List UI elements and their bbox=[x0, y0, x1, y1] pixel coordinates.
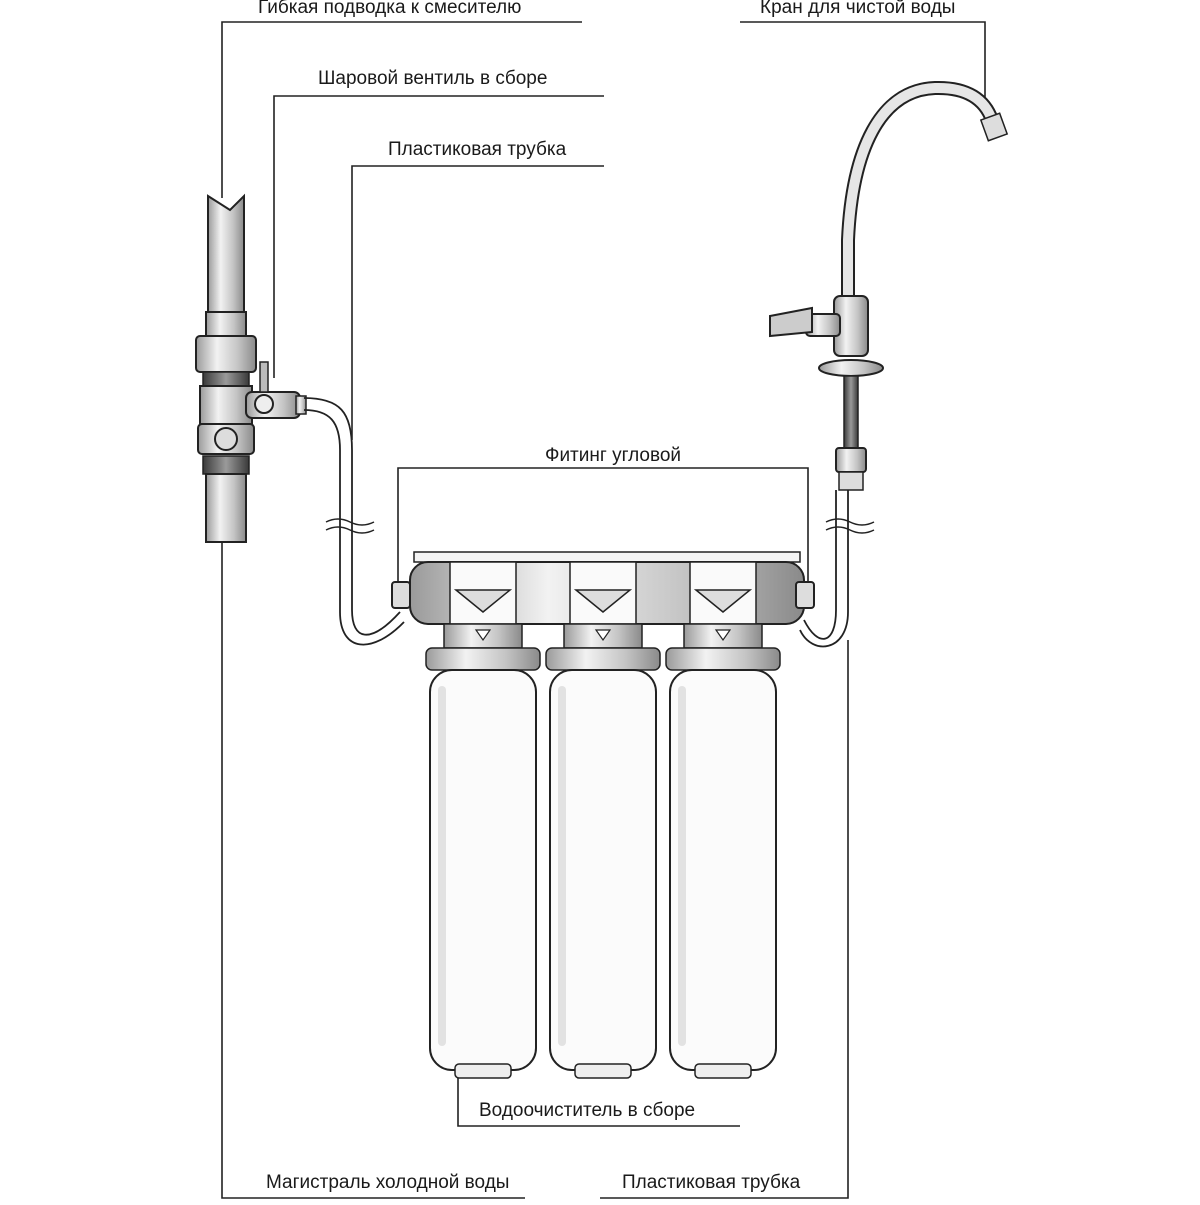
leader-faucet bbox=[740, 21, 986, 100]
label-plastic-tube-bottom: Пластиковая трубка bbox=[622, 1172, 801, 1193]
filter-housing-1 bbox=[425, 561, 541, 1079]
tube-break-left bbox=[325, 518, 375, 534]
inlet-tube bbox=[303, 397, 405, 646]
filter-housing-3 bbox=[665, 561, 781, 1079]
leader-ball-valve bbox=[273, 95, 604, 378]
label-ball-valve: Шаровой вентиль в сборе bbox=[318, 68, 548, 89]
cold-water-pipe bbox=[195, 193, 257, 543]
leader-cold-main bbox=[221, 540, 525, 1199]
angle-fitting-right bbox=[795, 581, 815, 609]
tube-break-right bbox=[825, 518, 875, 534]
label-purifier: Водоочиститель в сборе bbox=[479, 1100, 696, 1121]
label-angle-fitting: Фитинг угловой bbox=[545, 445, 682, 466]
outlet-tube bbox=[799, 490, 849, 648]
leader-plastic-tube-top bbox=[351, 165, 604, 440]
label-faucet: Кран для чистой воды bbox=[760, 0, 956, 18]
ball-valve bbox=[245, 361, 307, 419]
filter-housing-2 bbox=[545, 561, 661, 1079]
label-plastic-tube-top: Пластиковая трубка bbox=[388, 139, 567, 160]
leader-purifier bbox=[457, 1075, 740, 1127]
label-flex-hose: Гибкая подводка к смесителю bbox=[258, 0, 522, 18]
angle-fitting-left bbox=[391, 581, 411, 609]
filter-housings bbox=[425, 561, 781, 1079]
leader-flex-hose bbox=[221, 21, 582, 198]
faucet bbox=[769, 80, 1009, 491]
label-cold-main: Магистраль холодной воды bbox=[266, 1172, 510, 1193]
leader-angle-fitting bbox=[397, 467, 809, 590]
leader-plastic-tube-bottom bbox=[600, 640, 849, 1199]
leader-lines bbox=[221, 21, 986, 1199]
